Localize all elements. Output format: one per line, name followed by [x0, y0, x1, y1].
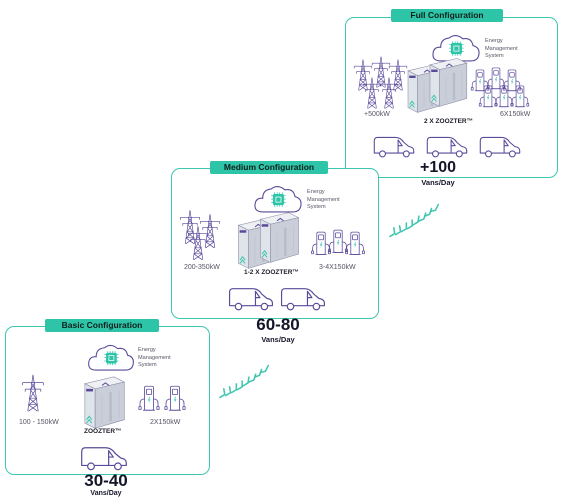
ems-line: System — [307, 204, 326, 210]
ems-line: Management — [485, 45, 518, 52]
ems-line: Energy — [138, 347, 156, 353]
ems-line: Energy — [307, 189, 325, 195]
grid-capacity-label: 200-350kW — [184, 264, 220, 271]
van-icon — [477, 134, 523, 159]
van-icon — [226, 285, 276, 312]
chevron-arrow-icon — [218, 357, 276, 407]
ems-line: System — [485, 53, 504, 59]
grid-capacity-label: +500kW — [364, 111, 390, 118]
product-label: 1-2 X ZOOZTER™ — [244, 269, 299, 276]
ems-label: Energy Management System — [485, 38, 545, 61]
van-icon — [78, 444, 130, 472]
zoozter-unit-icon — [422, 52, 470, 108]
charger-capacity-label: 2X150kW — [150, 419, 181, 426]
vans-per-day-unit: Vans/Day — [90, 490, 122, 497]
ev-charger-icon — [137, 384, 161, 414]
chevron-arrow-icon — [388, 196, 446, 246]
grid-capacity-label: 100 - 150kW — [19, 419, 59, 426]
ems-line: System — [138, 362, 157, 368]
van-icon — [424, 134, 470, 159]
ev-charger-icon — [344, 230, 366, 258]
basic-config-title: Basic Configuration — [45, 319, 159, 332]
vans-per-day-value: +100 — [419, 159, 457, 176]
full-config-title: Full Configuration — [391, 9, 503, 22]
ems-label: Energy Management System — [138, 347, 198, 370]
vans-per-day-unit: Vans/Day — [261, 335, 295, 344]
van-icon — [278, 285, 328, 312]
ems-line: Management — [138, 354, 171, 361]
vans-per-day-value: 30-40 — [84, 471, 128, 490]
power-pylon-icon — [20, 372, 46, 414]
power-pylon-icon — [378, 76, 400, 110]
vans-per-day-unit: Vans/Day — [421, 178, 455, 187]
product-label: ZOOZTER™ — [84, 428, 122, 435]
ev-charger-icon — [510, 84, 530, 110]
charger-capacity-label: 3-4X150kW — [319, 264, 356, 271]
charger-capacity-label: 6X150kW — [500, 111, 531, 118]
ems-line: Energy — [485, 38, 503, 44]
van-icon — [371, 134, 417, 159]
vans-per-day-value: 60-80 — [256, 315, 300, 334]
zoozter-unit-icon — [252, 206, 302, 264]
ems-line: Management — [307, 196, 340, 203]
ems-label: Energy Management System — [307, 189, 367, 212]
product-label: 2 X ZOOZTER™ — [424, 118, 474, 125]
power-pylon-icon — [186, 224, 210, 262]
zoozter-unit-icon — [76, 370, 128, 430]
ev-charger-icon — [163, 384, 187, 414]
medium-config-title: Medium Configuration — [210, 161, 328, 174]
